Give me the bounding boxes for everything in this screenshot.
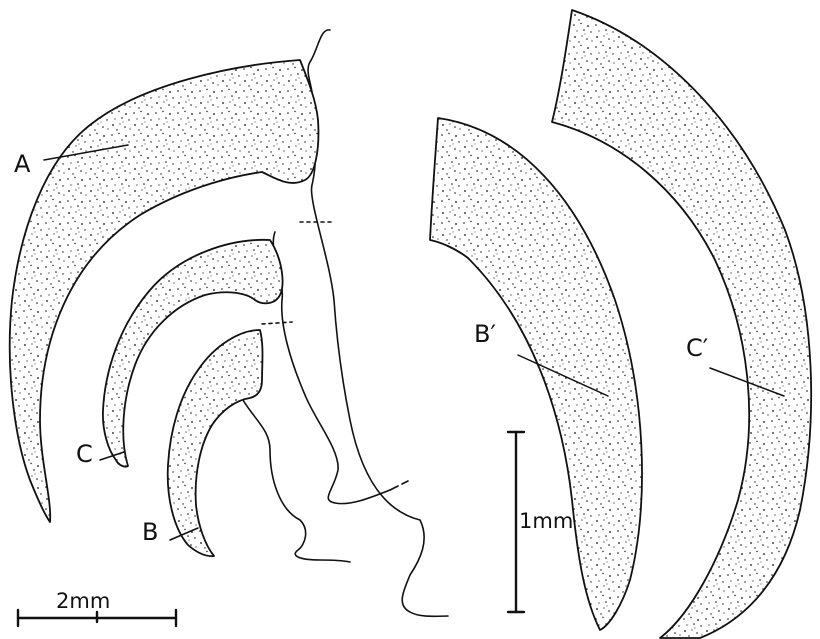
scale-label-vertical: 1mm xyxy=(519,509,573,533)
inner-shaft-dash xyxy=(390,481,408,490)
label-c-prime: C′ xyxy=(686,334,708,362)
label-a: A xyxy=(14,150,31,178)
claw-b-prime xyxy=(430,118,642,630)
inner-shaft-outline xyxy=(273,232,390,504)
label-b-prime: B′ xyxy=(474,320,496,348)
claw-b xyxy=(168,330,263,556)
dotted-line-lower xyxy=(262,322,292,324)
scale-label-horizontal: 2mm xyxy=(56,589,110,613)
label-b: B xyxy=(142,518,158,546)
shaft-outline-left xyxy=(308,30,448,616)
label-c: C xyxy=(76,440,93,468)
